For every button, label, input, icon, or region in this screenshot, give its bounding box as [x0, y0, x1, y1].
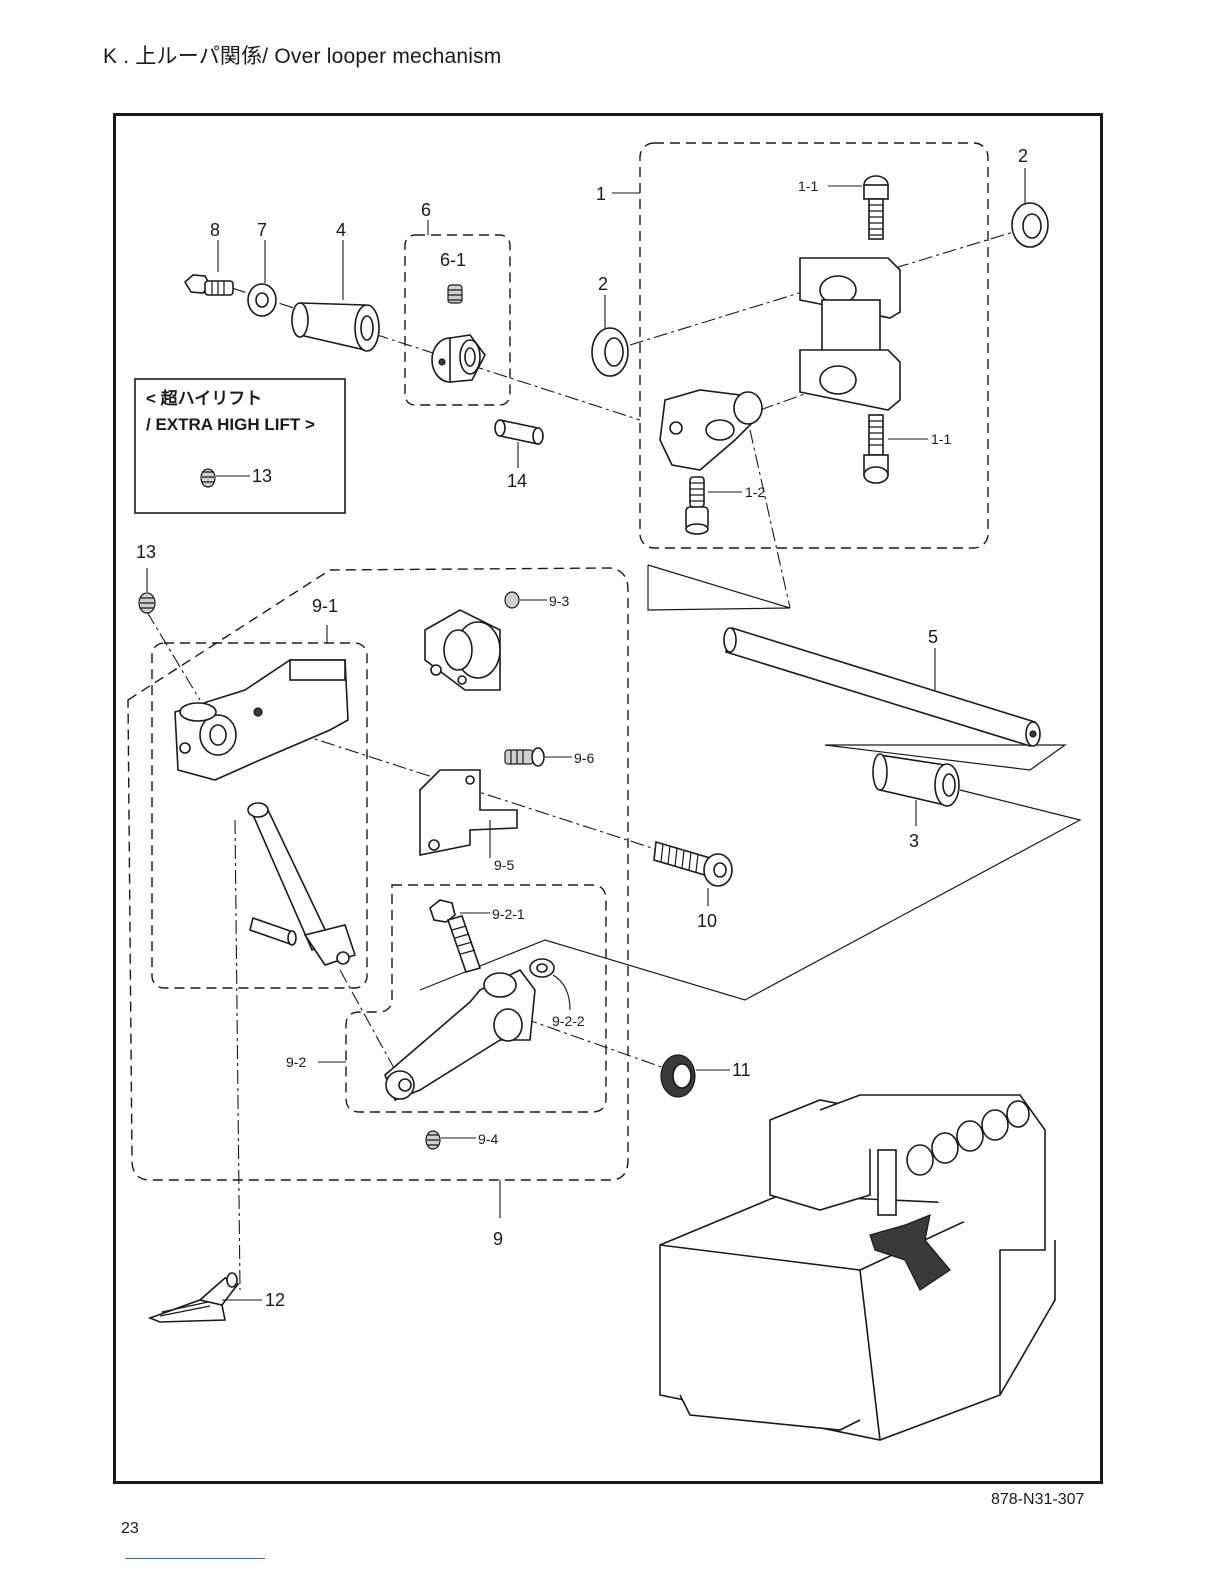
part-6-label: 6 — [421, 200, 431, 220]
pin-14-icon — [495, 420, 543, 444]
footer-rule — [125, 1558, 265, 1559]
part-13-label: 13 — [136, 542, 156, 562]
part-1-1-top-label: 1-1 — [798, 178, 818, 194]
drive-arm-9-2-icon — [385, 970, 535, 1100]
set-screw-6-1-icon — [448, 285, 462, 303]
bushing-3-icon — [873, 754, 959, 806]
part-10-label: 10 — [697, 911, 717, 931]
bolt-8-icon — [185, 275, 233, 295]
part-1-2-label: 1-2 — [745, 484, 765, 500]
pin-icon — [250, 918, 296, 945]
looper-holder-bracket-icon — [800, 258, 900, 410]
upper-looper-12-icon — [150, 1273, 238, 1322]
shaft-5-icon — [724, 628, 1040, 746]
part-9-5-label: 9-5 — [494, 857, 514, 873]
bolt-1-1-top-icon — [864, 176, 888, 239]
set-screw-9-4-icon — [426, 1131, 440, 1149]
part-9-label: 9 — [493, 1229, 503, 1249]
set-screw-13-main-icon — [139, 593, 155, 613]
screw-1-2-icon — [686, 477, 708, 534]
part-9-3-label: 9-3 — [549, 593, 569, 609]
washer-2-left-icon — [592, 328, 628, 376]
part-9-6-label: 9-6 — [574, 750, 594, 766]
part-1-1-bottom-label: 1-1 — [931, 431, 951, 447]
bearing-11-icon — [661, 1055, 695, 1097]
part-9-2-2-label: 9-2-2 — [552, 1013, 585, 1029]
part-2-left-label: 2 — [598, 274, 608, 294]
part-2-right-label: 2 — [1018, 146, 1028, 166]
part-3-label: 3 — [909, 831, 919, 851]
part-9-2-1-label: 9-2-1 — [492, 906, 525, 922]
callout-part-13-label: 13 — [252, 466, 272, 486]
part-9-4-label: 9-4 — [478, 1131, 498, 1147]
washer-2-right-icon — [1012, 203, 1048, 247]
part-9-1-label: 9-1 — [312, 596, 338, 616]
bolt-1-1-bottom-icon — [864, 415, 888, 483]
washer-7-icon — [248, 284, 276, 316]
collar-6-icon — [432, 335, 485, 382]
part-5-label: 5 — [928, 627, 938, 647]
part-11-label: 11 — [732, 1060, 751, 1080]
looper-holder-arm-icon — [660, 390, 762, 470]
screw-9-6-icon — [505, 748, 544, 766]
part-12-label: 12 — [265, 1290, 285, 1310]
bolt-9-2-1-icon — [430, 900, 480, 972]
set-screw-13-icon — [201, 469, 215, 487]
bracket-9-5-icon — [420, 770, 517, 855]
part-7-label: 7 — [257, 220, 267, 240]
part-4-label: 4 — [336, 220, 346, 240]
set-screw-9-3-icon — [505, 592, 519, 608]
part-1-label: 1 — [596, 184, 606, 204]
connecting-rod-icon — [248, 803, 355, 965]
document-code: 878-N31-307 — [991, 1491, 1084, 1509]
extra-high-lift-line2: / EXTRA HIGH LIFT > — [146, 415, 315, 434]
looper-lever-9-1-icon — [175, 660, 348, 780]
part-14-label: 14 — [507, 471, 527, 491]
serger-machine-overview-icon — [660, 1095, 1055, 1440]
extra-high-lift-line1: < 超ハイリフト — [146, 388, 262, 408]
part-9-2-label: 9-2 — [286, 1054, 306, 1070]
group-outline-9 — [128, 568, 628, 1180]
washer-9-2-2-icon — [530, 959, 554, 977]
part-6-1-label: 6-1 — [440, 250, 466, 270]
collar-4-icon — [292, 303, 379, 351]
part-8-label: 8 — [210, 220, 220, 240]
page-number: 23 — [121, 1520, 139, 1538]
bolt-10-icon — [654, 842, 732, 886]
crank-9-3-icon — [425, 610, 500, 690]
